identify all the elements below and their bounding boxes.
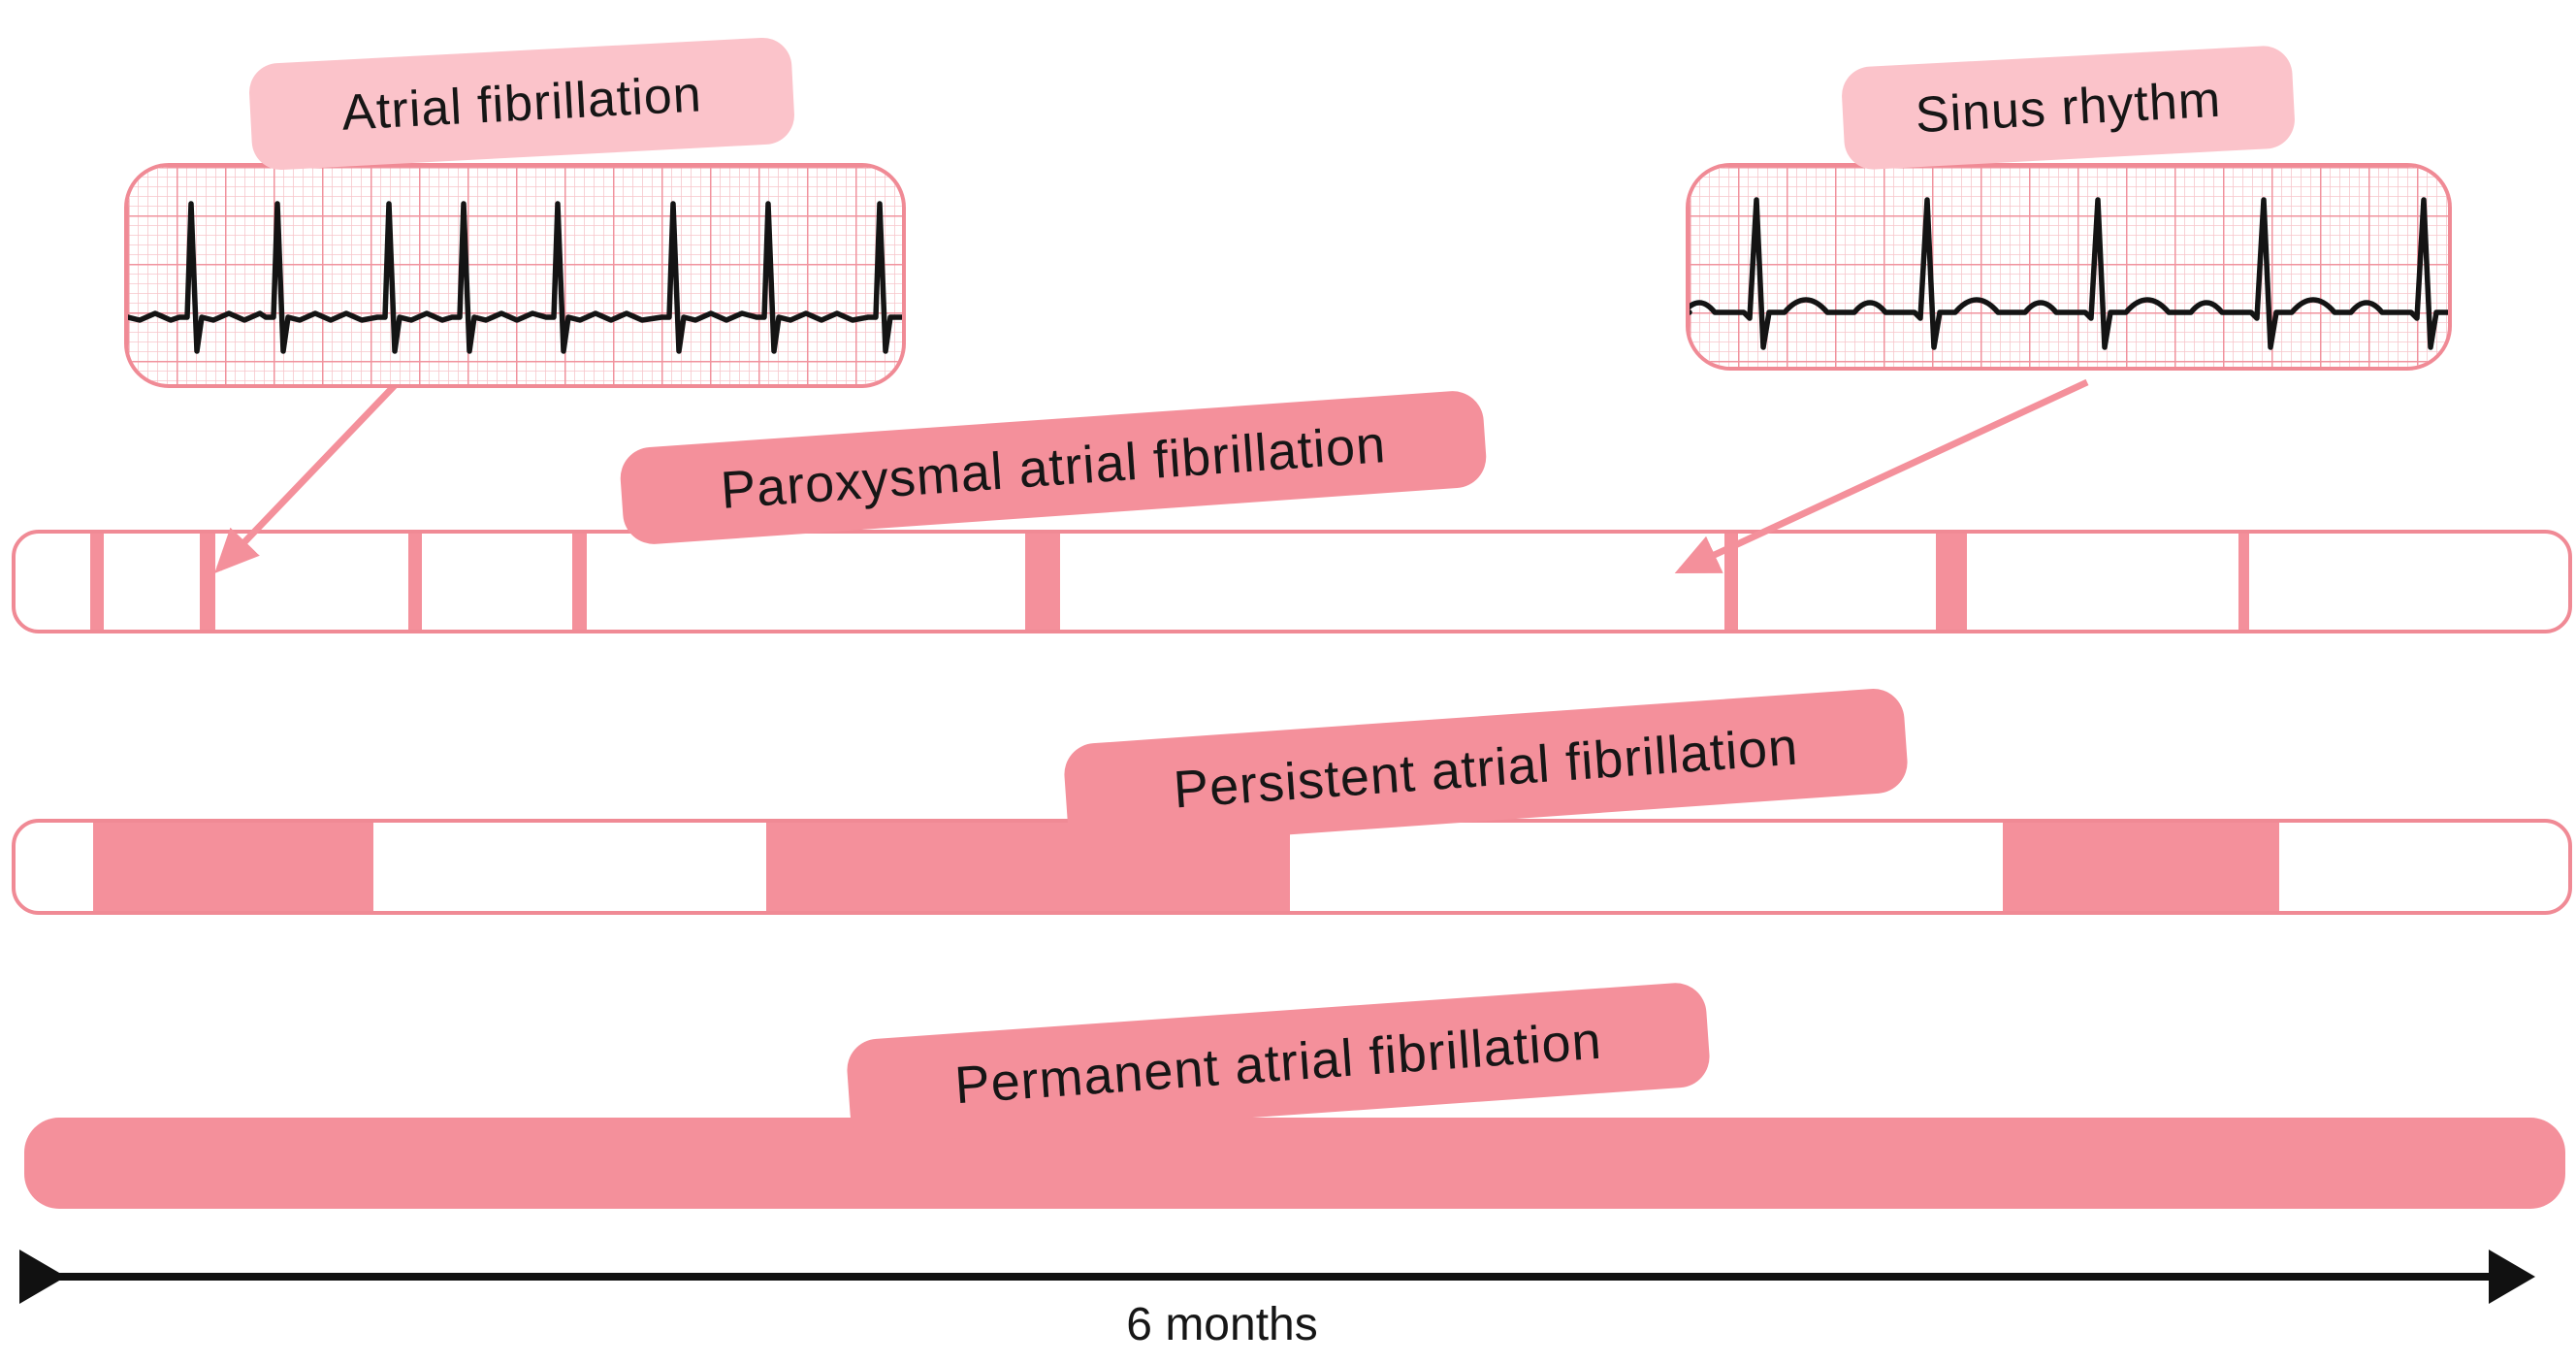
af-ecg-strip — [124, 163, 906, 388]
persistent-af-episode — [2003, 823, 2279, 911]
sinus-ecg-grid — [1690, 167, 2448, 367]
af-ecg-grid — [128, 167, 902, 384]
sinus-ecg-trace — [1690, 197, 2448, 350]
paroxysmal-af-episode — [2238, 534, 2249, 630]
paroxysmal-af-episode — [572, 534, 587, 630]
paroxysmal-af-episode — [1724, 534, 1738, 630]
paroxysmal-af-episode — [90, 534, 104, 630]
sinus-rhythm-label: Sinus rhythm — [1840, 44, 2297, 172]
atrial-fibrillation-label: Atrial fibrillation — [247, 36, 796, 172]
af-ecg-trace — [128, 201, 902, 354]
permanent-bar — [24, 1118, 2565, 1209]
af-ecg-svg — [128, 167, 902, 384]
sinus-ecg-svg — [1690, 167, 2448, 367]
persistent-af-episode — [93, 823, 373, 911]
six-months-label: 6 months — [1126, 1299, 1318, 1350]
sinus-ecg-strip — [1686, 163, 2452, 371]
paroxysmal-af-episode — [1936, 534, 1967, 630]
paroxysmal-label: Paroxysmal atrial fibrillation — [618, 389, 1489, 546]
paroxysmal-af-episode — [408, 534, 422, 630]
paroxysmal-bar — [12, 530, 2572, 633]
paroxysmal-af-episode — [200, 534, 215, 630]
paroxysmal-af-episode — [1025, 534, 1060, 630]
